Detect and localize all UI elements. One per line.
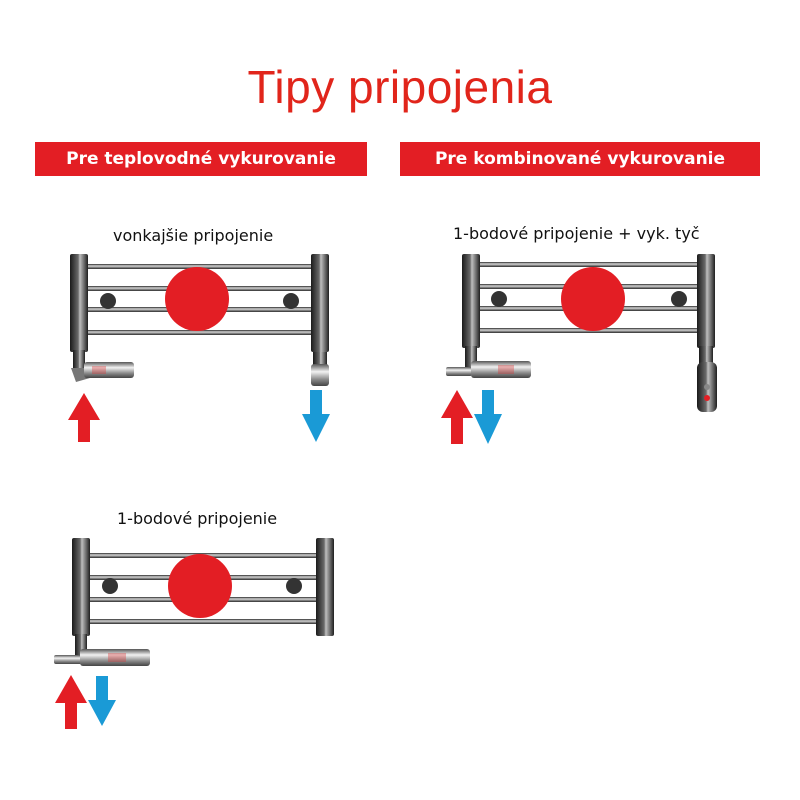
- marker-dot: [168, 554, 232, 618]
- caption-external-connection: vonkajšie pripojenie: [113, 226, 274, 245]
- heating-rod-button-top: [704, 384, 710, 390]
- page-title: Tipy pripojenia: [247, 61, 553, 113]
- heating-rod-indicator: [704, 395, 710, 401]
- radiator-single-point-heater: [441, 254, 717, 444]
- mounting-bracket-right: [286, 578, 302, 594]
- banner-hot-water-heating: Pre teplovodné vykurovanie: [35, 142, 367, 176]
- flow-out-arrow: [302, 390, 330, 442]
- valve-body-left: [84, 362, 134, 378]
- mounting-bracket-left: [102, 578, 118, 594]
- mounting-bracket-right: [283, 293, 299, 309]
- flow-in-arrow: [55, 675, 87, 729]
- valve-stem-left: [73, 350, 85, 370]
- valve-body-right: [311, 364, 329, 386]
- caption-single-point: 1-bodové pripojenie: [117, 509, 278, 528]
- caption-single-point-heater: 1-bodové pripojenie + vyk. tyč: [453, 224, 700, 243]
- flow-out-arrow: [474, 390, 502, 444]
- radiator-external: [68, 254, 330, 442]
- flow-out-arrow: [88, 676, 116, 726]
- mounting-bracket-left: [100, 293, 116, 309]
- radiator-single-point: [54, 538, 334, 729]
- marker-dot: [165, 267, 229, 331]
- banner-combined-heating: Pre kombinované vykurovanie: [400, 142, 760, 176]
- valve-body: [471, 361, 531, 378]
- flow-in-arrow: [441, 390, 473, 444]
- mounting-bracket-right: [671, 291, 687, 307]
- valve-body: [80, 649, 150, 666]
- mounting-bracket-left: [491, 291, 507, 307]
- marker-dot: [561, 267, 625, 331]
- flow-in-arrow: [68, 393, 100, 442]
